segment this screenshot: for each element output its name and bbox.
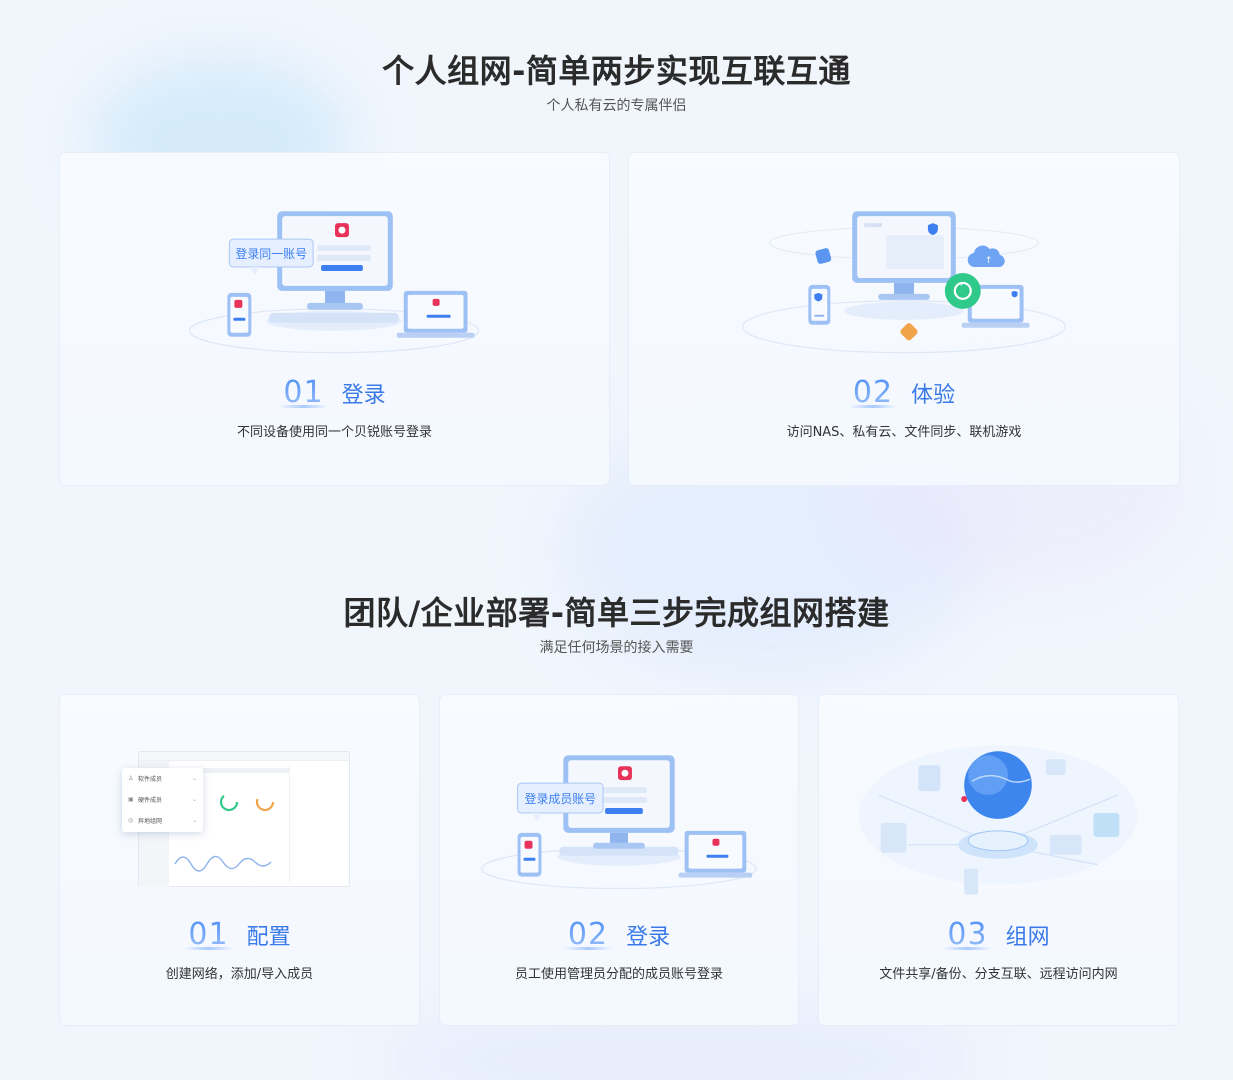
login-bubble-text: 登录成员账号 bbox=[525, 792, 597, 806]
step-name: 组网 bbox=[1005, 924, 1050, 950]
step-description: 创建网络，添加/导入成员 bbox=[165, 967, 314, 982]
step-name: 登录 bbox=[341, 382, 386, 408]
device-icon: ▣ bbox=[128, 796, 134, 803]
chevron-down-icon: ⌄ bbox=[191, 796, 197, 803]
step-name: 配置 bbox=[246, 924, 291, 950]
team-step-network-card: 03 组网 文件共享/备份、分支互联、远程访问内网 bbox=[818, 694, 1179, 1026]
step-description: 访问NAS、私有云、文件同步、联机游戏 bbox=[786, 425, 1022, 440]
network-topology-illustration bbox=[858, 745, 1138, 895]
personal-step-experience-card: ↑ 02 体验 访问NAS、私有云、文件同步、联机游戏 bbox=[628, 152, 1180, 486]
chevron-down-icon: ⌄ bbox=[191, 817, 197, 824]
step-description: 员工使用管理员分配的成员账号登录 bbox=[514, 967, 723, 982]
menu-item-software-member[interactable]: ♙ 软件成员 ⌄ bbox=[128, 775, 197, 783]
chevron-down-icon: ⌄ bbox=[191, 775, 197, 782]
member-login-illustration: 登录成员账号 bbox=[481, 755, 757, 890]
team-section-subtitle: 满足任何场景的接入需要 bbox=[539, 640, 694, 656]
svg-text:↑: ↑ bbox=[985, 256, 993, 266]
step-name: 登录 bbox=[626, 924, 671, 950]
personal-section-title: 个人组网-简单两步实现互联互通 bbox=[382, 52, 851, 90]
personal-step-login-card: 登录同一账号 01 登录 不同设备使用同一个贝锐账号登录 bbox=[59, 152, 610, 486]
menu-item-hardware-member[interactable]: ▣ 硬件成员 ⌄ bbox=[128, 796, 197, 804]
network-icon: ◎ bbox=[128, 817, 134, 824]
team-section-title: 团队/企业部署-简单三步完成组网搭建 bbox=[343, 594, 890, 632]
step-number: 02 bbox=[563, 917, 613, 952]
sync-devices-illustration: ↑ bbox=[741, 211, 1067, 354]
step-number: 03 bbox=[943, 917, 992, 952]
multi-device-login-illustration: 登录同一账号 bbox=[188, 211, 480, 354]
personal-section-subtitle: 个人私有云的专属伴侣 bbox=[546, 98, 687, 114]
login-bubble-text: 登录同一账号 bbox=[235, 246, 307, 261]
step-name: 体验 bbox=[911, 382, 956, 408]
menu-item-remote-network[interactable]: ◎ 异地组网 ⌄ bbox=[128, 817, 197, 825]
team-step-login-card: 登录成员账号 02 登录 员工使用管理员分配的成员账号登录 bbox=[439, 694, 799, 1026]
step-description: 不同设备使用同一个贝锐账号登录 bbox=[236, 425, 432, 440]
user-icon: ♙ bbox=[128, 775, 134, 782]
step-description: 文件共享/备份、分支互联、远程访问内网 bbox=[879, 967, 1118, 982]
step-number: 01 bbox=[279, 375, 328, 410]
step-number: 02 bbox=[848, 375, 898, 410]
team-step-config-card: ♙ 软件成员 ⌄ ▣ 硬件成员 ⌄ ◎ 异地组网 ⌄ 01 配置 创建网络，添加… bbox=[59, 694, 420, 1026]
step-number: 01 bbox=[184, 917, 233, 952]
member-type-menu: ♙ 软件成员 ⌄ ▣ 硬件成员 ⌄ ◎ 异地组网 ⌄ bbox=[122, 768, 203, 832]
